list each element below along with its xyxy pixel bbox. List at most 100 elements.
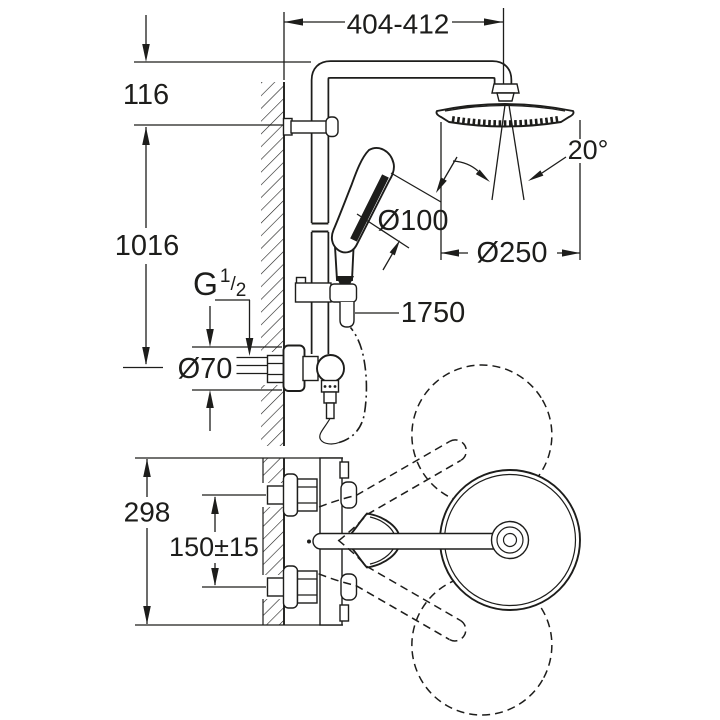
dim-label-body-depth: 298 (124, 497, 171, 528)
valve-escutcheon-front (282, 344, 306, 392)
plate-tab-top (339, 461, 350, 479)
thermostat-front (236, 326, 368, 445)
union-escutcheon-2 (282, 565, 299, 609)
thread-numerator: 1 (220, 266, 231, 287)
arrowhead-up (211, 496, 219, 514)
thread-denominator: 2 (236, 280, 247, 301)
supply-inlet (236, 354, 286, 384)
arm-up-edge-1 (355, 440, 451, 497)
arrowhead-down (142, 347, 150, 365)
dim-label-inlet-spacing: 150±15 (169, 532, 259, 562)
arm-up-taper-2 (338, 513, 368, 542)
ball-joint-upper (491, 83, 520, 94)
arrow-shaft-lower (382, 250, 395, 271)
nozzle-band (451, 116, 559, 127)
wall-hatch-front (261, 82, 284, 446)
rib-dot-1 (323, 385, 327, 388)
holder-slider-block (294, 282, 332, 303)
arrowhead-up (143, 459, 151, 477)
shower-rail-and-arm (309, 60, 513, 354)
wall-section-top (260, 458, 285, 625)
valve-knob-front (316, 354, 345, 383)
plate-tab-bottom (339, 604, 350, 622)
hose-outlet-mid (323, 391, 337, 404)
hand-shower-face-band (350, 174, 389, 242)
hose-hook (339, 302, 355, 328)
arm-up-taper-1 (318, 494, 357, 508)
thermostat-top (266, 457, 358, 626)
front-view (236, 60, 575, 446)
top-view (135, 364, 581, 716)
rail-joint-gap (309, 223, 331, 232)
head-shower-body (435, 103, 575, 128)
arm-down-cap (448, 619, 467, 642)
dim-label-rail-length: 1016 (115, 230, 180, 262)
inwall-pipe-1 (266, 485, 285, 505)
inwall-pipe-2 (266, 577, 285, 597)
arm-up-cap (449, 439, 467, 462)
arm-top-view (312, 532, 513, 550)
swivel-arm-top (307, 512, 530, 569)
hand-shower-holder (294, 276, 358, 328)
dim-label-spray-angle: 20° (568, 135, 609, 165)
thread-slash: / (230, 274, 236, 295)
arrowhead-down (211, 568, 219, 586)
pipe-inner (312, 62, 511, 354)
pivot-dot (307, 539, 311, 544)
knob-bump-bottom (340, 573, 358, 601)
dim-rail-length: 1016 (115, 124, 284, 369)
hose-outlet-nipple (325, 402, 335, 420)
arrowhead-left (284, 18, 303, 26)
arm-hub-inner (502, 532, 518, 548)
angle-tail-left (452, 160, 479, 172)
arrowhead-lower (389, 240, 400, 256)
arm-down-taper-2 (318, 573, 356, 587)
dim-arm-reach: 404-412 (283, 8, 505, 84)
union-escutcheon-1 (282, 473, 299, 517)
valve-body-front (302, 355, 319, 382)
inlet-hex-nut (266, 354, 286, 384)
head-shower (435, 83, 575, 201)
dim-head-offset: 116 (123, 15, 311, 111)
dim-head-shower-dia: Ø250 (440, 120, 581, 269)
hand-shower (330, 147, 395, 281)
bracket-ring (325, 116, 339, 138)
hose-solid-curve (319, 418, 340, 445)
union-hex-2 (296, 570, 318, 604)
ext-line-lower (356, 213, 410, 249)
bracket-arm (290, 120, 329, 134)
angle-arrowhead-right (528, 170, 544, 181)
dim-label-arm-reach: 404-412 (347, 9, 450, 40)
ext-line-upper (390, 172, 442, 203)
angle-arrowhead-left (475, 169, 490, 182)
arm-down-edge-2 (355, 584, 450, 641)
dim-hand-shower-dia: Ø100 (356, 156, 458, 271)
spray-line-left (491, 104, 506, 201)
rib-dot-3 (333, 385, 337, 388)
swivel-arm-up-dashed (318, 439, 467, 542)
hand-shower-head (330, 147, 395, 254)
arrowhead-left (441, 249, 459, 257)
dim-hose-length: 1750 (355, 297, 465, 329)
arrowhead-right (562, 249, 580, 257)
arm-hub-mid (496, 526, 524, 554)
arm-down-taper-1 (337, 539, 368, 567)
dim-spray-angle: 20° (452, 135, 609, 182)
arrowhead-right (484, 18, 503, 26)
dim-label-escutcheon-dia: Ø70 (178, 353, 233, 385)
dim-label-head-offset: 116 (123, 79, 169, 111)
rib-dot-2 (328, 385, 332, 388)
arm-down-edge-1 (366, 565, 461, 622)
wall-bracket (282, 116, 339, 138)
ball-joint-lower (496, 92, 515, 102)
arrowhead-down (143, 606, 151, 624)
dim-inlet-spacing: 150±15 (169, 494, 266, 588)
arrowhead-bottom (206, 390, 214, 408)
thread-letter: G (193, 266, 218, 302)
spray-line-right (508, 104, 525, 201)
hose-dashdot-curve (338, 326, 368, 444)
